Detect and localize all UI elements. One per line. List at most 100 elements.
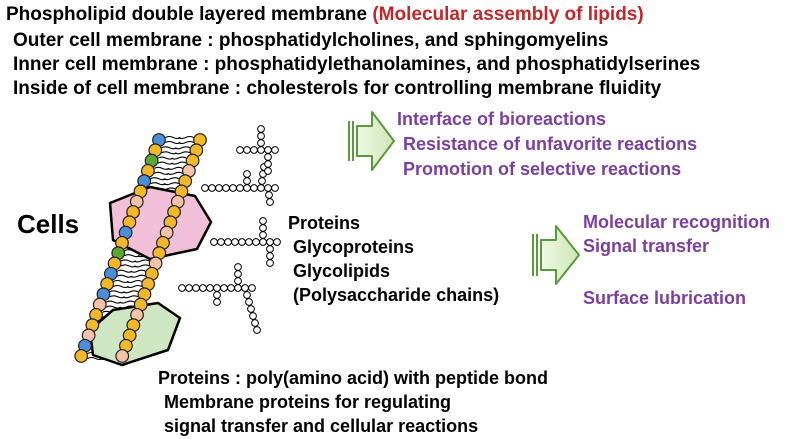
arrow-membrane-functions	[348, 111, 395, 171]
sugar-bead	[266, 259, 274, 267]
sugar-bead	[259, 238, 267, 246]
lipid-tail	[120, 264, 137, 268]
lipid-tail	[116, 274, 133, 278]
sugar-bead	[253, 326, 261, 334]
lipid-tail	[167, 171, 183, 175]
lipid-tail	[178, 140, 194, 145]
inner-membrane-line: Inner cell membrane : phosphatidylethano…	[13, 54, 701, 75]
sugar-bead	[208, 184, 216, 192]
lipid-tail	[153, 166, 170, 170]
lipid-tail	[178, 135, 194, 140]
lipid-tail	[170, 161, 187, 165]
lipid-tail	[130, 274, 146, 278]
lipid-tail	[113, 279, 129, 284]
sugar-bead	[258, 177, 266, 185]
lipid-tail	[124, 254, 140, 258]
sugar-bead	[266, 245, 274, 253]
sugar-bead	[227, 284, 235, 292]
proteins-note-line1: Proteins : poly(amino acid) with peptide…	[158, 368, 549, 388]
sugar-bead	[243, 177, 251, 185]
sugar-bead	[224, 238, 232, 246]
sugar-bead	[271, 184, 279, 192]
sugar-bead	[210, 238, 218, 246]
sugar-bead	[215, 184, 223, 192]
lipid-tail	[122, 295, 139, 299]
function-molecular-recognition: Molecular recognition	[583, 212, 771, 232]
sugar-bead	[229, 184, 237, 192]
arrow-surface-functions	[532, 225, 580, 285]
surface-proteins: Proteins	[288, 213, 361, 233]
lipid-tail	[119, 300, 135, 304]
lipid-tail	[174, 146, 191, 150]
sugar-bead	[247, 305, 255, 313]
sugar-bead	[257, 184, 265, 192]
lipid-tail	[133, 264, 150, 268]
membrane-title: Phospholipid double layered membrane (Mo…	[6, 5, 644, 24]
sugar-bead	[234, 284, 242, 292]
sugar-bead	[257, 132, 265, 140]
sugar-bead	[245, 298, 253, 306]
sugar-bead	[251, 319, 259, 327]
lipid-tail	[109, 290, 126, 294]
lipid-tail	[150, 177, 166, 181]
sugar-bead	[199, 284, 207, 292]
sugar-bead	[241, 284, 249, 292]
sugar-bead	[259, 217, 267, 225]
function-promotion: Promotion of selective reactions	[403, 159, 682, 179]
sugar-bead	[266, 252, 274, 260]
sugar-bead	[236, 184, 244, 192]
lipid-tail	[157, 161, 174, 165]
sugar-bead	[252, 238, 260, 246]
sugar-bead	[257, 125, 265, 133]
sugar-bead	[192, 284, 200, 292]
sugar-bead	[249, 312, 257, 320]
lipid-tail	[113, 284, 129, 289]
sugar-bead	[222, 184, 230, 192]
sugar-bead	[245, 238, 253, 246]
sugar-bead	[259, 231, 267, 239]
sugar-bead	[213, 298, 221, 306]
lipid-tail	[161, 151, 177, 155]
outer-membrane-line: Outer cell membrane : phosphatidylcholin…	[13, 30, 609, 51]
lipid-tail	[109, 295, 126, 299]
lipid-tail	[165, 140, 181, 145]
sugar-bead	[257, 146, 265, 154]
sugar-bead	[264, 167, 272, 175]
proteins-note-line2: Membrane proteins for regulating	[164, 392, 452, 412]
sugar-bead	[250, 184, 258, 192]
sugar-bead	[265, 191, 273, 199]
sugar-bead	[243, 170, 251, 178]
lipid-head-outer	[115, 349, 130, 363]
function-resistance: Resistance of unfavorite reactions	[403, 134, 698, 154]
surface-glycolipids: Glycolipids	[293, 261, 391, 281]
lipid-tail	[167, 166, 183, 170]
sugar-bead	[185, 284, 193, 292]
lipid-tail	[116, 269, 133, 273]
polysaccharide-chains	[178, 125, 281, 334]
membrane-title-main: Phospholipid double layered membrane	[6, 4, 373, 25]
sugar-bead	[248, 284, 256, 292]
lipid-tail	[122, 290, 139, 294]
sugar-bead	[178, 284, 186, 292]
lipid-heads	[74, 133, 207, 363]
sugar-bead	[266, 238, 274, 246]
sugar-bead	[257, 139, 265, 147]
sugar-bead	[250, 146, 258, 154]
sugar-bead	[213, 291, 221, 299]
sugar-bead	[234, 277, 242, 285]
lipid-head-inner	[74, 349, 89, 363]
lipid-tail	[126, 279, 143, 284]
sugar-bead	[264, 146, 272, 154]
surface-polysaccharide: (Polysaccharide chains)	[293, 285, 500, 305]
surface-glycoproteins: Glycoproteins	[293, 237, 415, 257]
sugar-bead	[243, 184, 251, 192]
sugar-bead	[243, 146, 251, 154]
sugar-bead	[264, 184, 272, 192]
function-surface-lubrication: Surface lubrication	[583, 288, 747, 308]
lipid-tail	[126, 284, 143, 289]
lipid-tail	[153, 171, 170, 175]
sugar-bead	[217, 238, 225, 246]
sugar-bead	[213, 284, 221, 292]
